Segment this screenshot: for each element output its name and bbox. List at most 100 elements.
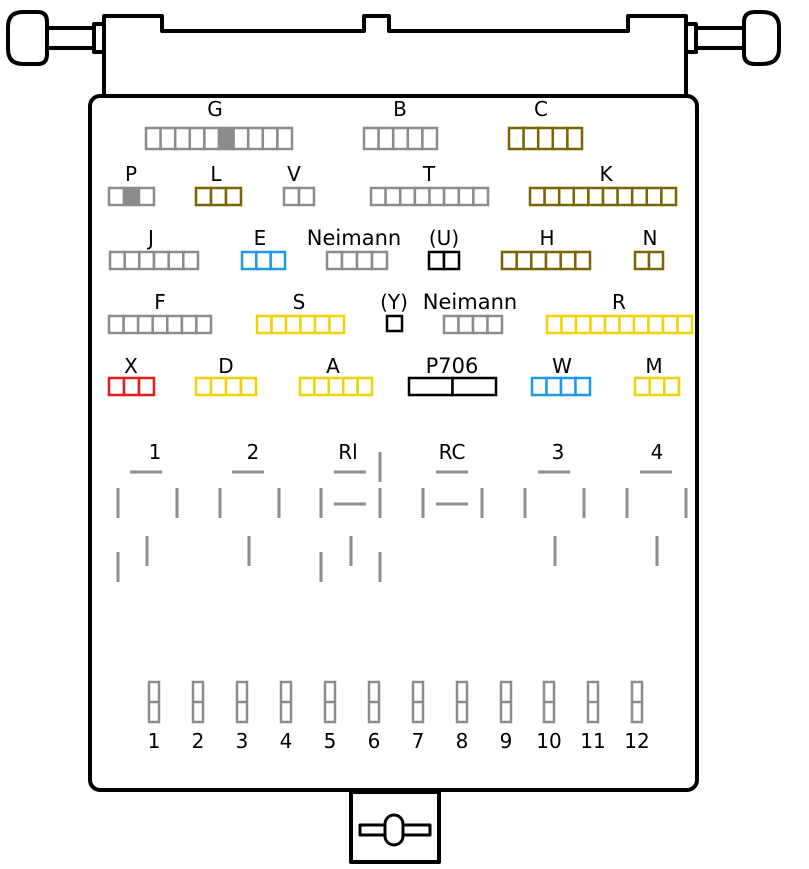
connector-a: A [298, 354, 374, 397]
connector-label: B [393, 97, 407, 121]
connector-pin [313, 376, 331, 397]
connector-pin [270, 314, 288, 335]
connector-neimann1: Neimann [307, 226, 401, 271]
connector-pin [144, 126, 162, 151]
relay-label: RC [439, 440, 466, 464]
connector-f: F [107, 290, 213, 335]
connector-pin [645, 186, 663, 207]
connector-pin [601, 186, 619, 207]
connector-pin [442, 314, 460, 335]
connector-pin [362, 126, 380, 151]
connector-h: H [500, 226, 592, 271]
connector-pin [194, 186, 213, 207]
connector-d: D [194, 354, 258, 397]
connector-pin [313, 314, 331, 335]
connector-pin [297, 186, 316, 207]
relay-label: 2 [247, 440, 260, 464]
connector-pin [384, 186, 402, 207]
connector-pin [246, 126, 265, 151]
relay-label: Rl [338, 440, 357, 464]
connector-pin [167, 250, 185, 271]
connector-pin [522, 126, 540, 151]
connector-pin [356, 376, 374, 397]
connector-pin [188, 126, 206, 151]
connector-pin [663, 376, 681, 397]
connector-label: W [552, 354, 572, 378]
relay-3: 3 [523, 440, 586, 566]
connector-pin [587, 186, 605, 207]
connector-pin [138, 250, 156, 271]
connector-pin [545, 314, 563, 335]
connector-pin [574, 250, 592, 271]
connector-pin [299, 314, 317, 335]
connector-pin [108, 250, 126, 271]
connector-pin [232, 126, 250, 151]
relay-label: 4 [651, 440, 664, 464]
connector-pin [618, 314, 636, 335]
connector-pin [632, 314, 650, 335]
connector-pin [630, 186, 649, 207]
connector-pin [240, 250, 258, 271]
connector-pin [195, 314, 213, 335]
connector-label: C [534, 97, 548, 121]
connector-m: M [633, 354, 681, 397]
connector-pin [261, 126, 279, 151]
connector-pin [255, 314, 273, 335]
connector-pin [566, 126, 584, 151]
connector-pin [530, 376, 548, 397]
connector-label: (U) [429, 226, 459, 250]
fuse-number: 2 [192, 729, 205, 753]
connector-pin [122, 314, 140, 335]
connector-pin [224, 186, 243, 207]
connector-label: P706 [426, 354, 479, 378]
connector-label: N [643, 226, 658, 250]
connector-pin [255, 250, 272, 271]
connector-pin [560, 314, 578, 335]
relay-4: 4 [625, 440, 688, 566]
fuse-8: 8 [456, 680, 468, 753]
fuse-number: 7 [412, 729, 425, 753]
connector-pin [545, 376, 563, 397]
fuse-number: 5 [324, 729, 337, 753]
connector-r: R [545, 290, 694, 335]
connector-pin [355, 250, 374, 271]
connector-pin [661, 314, 679, 335]
left-mount-tab [6, 10, 106, 66]
connector-v: V [282, 162, 316, 207]
connector-pin [457, 314, 475, 335]
connector-j: J [108, 226, 200, 271]
connector-pin [589, 314, 607, 335]
housing [6, 10, 781, 864]
connector-pin [451, 376, 498, 397]
connector-pin [123, 250, 141, 271]
connector-pin [137, 186, 156, 207]
relay-label: 1 [149, 440, 162, 464]
top-cap [102, 14, 688, 96]
fuse-11: 11 [580, 680, 606, 753]
connector-label: L [210, 162, 222, 186]
connector-label: F [154, 290, 166, 314]
connector-pin [500, 250, 518, 271]
relay-rl: Rl [319, 440, 382, 582]
connector-label: A [326, 354, 340, 378]
connector-label: X [124, 354, 138, 378]
connector-pin [340, 250, 359, 271]
connector-pin [530, 250, 548, 271]
connector-l: L [194, 162, 243, 207]
fuse-number: 4 [280, 729, 293, 753]
right-mount-tab [684, 10, 781, 66]
connector-pin [471, 314, 489, 335]
connector-p706: P706 [407, 354, 498, 397]
connector-pin [107, 314, 125, 335]
connector-pin [224, 376, 243, 397]
connector-pin [239, 376, 258, 397]
fuse-number: 12 [624, 729, 649, 753]
connector-pin [633, 376, 651, 397]
connector-pin [180, 314, 198, 335]
bottom-latch [358, 813, 432, 847]
connector-pin [385, 314, 404, 333]
connector-label: J [146, 226, 154, 250]
connector-pin [173, 126, 192, 151]
connector-pin [341, 376, 359, 397]
connector-pin [557, 186, 576, 207]
